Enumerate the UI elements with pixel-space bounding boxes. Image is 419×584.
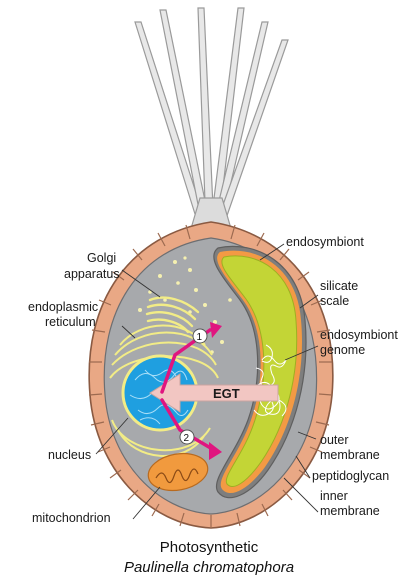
label-silicate: silicate bbox=[320, 279, 358, 293]
label-nucleus: nucleus bbox=[48, 448, 91, 462]
label-outer: outer bbox=[320, 433, 349, 447]
caption-line-1: Photosynthetic bbox=[160, 539, 259, 556]
svg-text:1: 1 bbox=[197, 332, 203, 343]
label-genome-2: genome bbox=[320, 343, 365, 357]
caption-line-2: Paulinella chromatophora bbox=[124, 559, 294, 576]
step-marker-2: 2 bbox=[180, 430, 194, 444]
label-reticulum: reticulum bbox=[45, 315, 96, 329]
label-peptidoglycan: peptidoglycan bbox=[312, 469, 389, 483]
label-outer-membrane: membrane bbox=[320, 448, 380, 462]
egt-label: EGT bbox=[213, 386, 240, 401]
step-marker-1: 1 bbox=[193, 329, 207, 343]
label-endoplasmic: endoplasmic bbox=[28, 300, 98, 314]
label-scale: scale bbox=[320, 294, 349, 308]
label-inner: inner bbox=[320, 489, 348, 503]
label-apparatus: apparatus bbox=[64, 267, 120, 281]
label-inner-membrane: membrane bbox=[320, 504, 380, 518]
svg-text:2: 2 bbox=[184, 433, 190, 444]
label-mitochondrion: mitochondrion bbox=[32, 511, 111, 525]
label-genome-1: endosymbiont bbox=[320, 328, 398, 342]
label-endosymbiont: endosymbiont bbox=[286, 235, 364, 249]
label-golgi: Golgi bbox=[87, 251, 116, 265]
filopodia bbox=[135, 8, 288, 232]
